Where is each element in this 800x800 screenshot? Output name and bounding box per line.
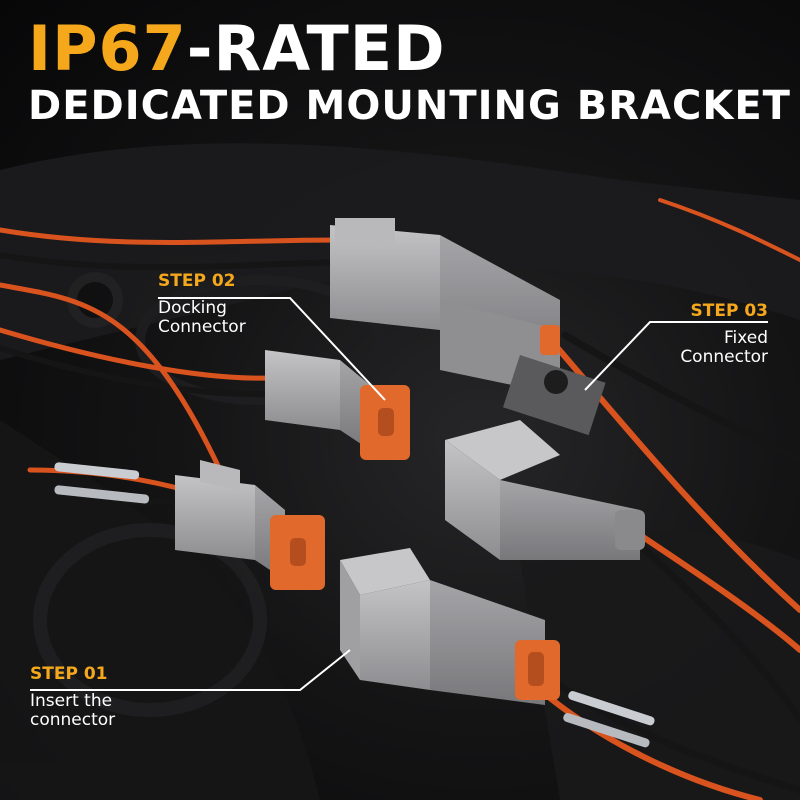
callout-step02: STEP 02 Docking Connector (158, 271, 246, 338)
wire-black (0, 252, 343, 271)
headline-accent: IP67 (28, 12, 187, 85)
wire-black (27, 497, 188, 506)
wire-black (536, 666, 800, 794)
connector-bottom (340, 548, 560, 705)
headline: IP67-RATED (28, 18, 446, 80)
headline-rest: -RATED (186, 12, 446, 85)
step03-description: Fixed Connector (680, 327, 768, 368)
wire-red (637, 532, 800, 653)
terminal-pins (54, 462, 655, 748)
leader-step03 (584, 321, 768, 391)
connector-lower-left (175, 460, 325, 590)
step03-label: STEP 03 (690, 301, 769, 321)
step01-label: STEP 01 (30, 664, 108, 684)
headline-subtitle: DEDICATED MOUNTING BRACKET (28, 83, 791, 129)
callout-lines (30, 297, 768, 691)
leader-step01 (30, 649, 351, 691)
callout-step01: STEP 01 Insert the connector (30, 664, 116, 731)
wire-red (0, 282, 223, 473)
step02-label: STEP 02 (158, 271, 236, 291)
wire-red (537, 687, 763, 800)
wire-black (636, 541, 800, 724)
connector-right (445, 420, 645, 560)
engine-bay-background (0, 143, 800, 800)
callout-step03: STEP 03 Fixed Connector (680, 301, 769, 368)
wire-red (0, 227, 343, 245)
step01-description: Insert the connector (30, 690, 116, 731)
wire-black (561, 331, 800, 464)
step02-description: Docking Connector (158, 297, 246, 338)
wire-red (0, 327, 273, 381)
headline-main: IP67-RATED (28, 18, 446, 80)
wire-black (0, 345, 273, 398)
connector-fixed (330, 218, 606, 436)
leader-step02 (158, 297, 386, 401)
connector-docking (265, 350, 410, 460)
wire-red (658, 198, 800, 262)
